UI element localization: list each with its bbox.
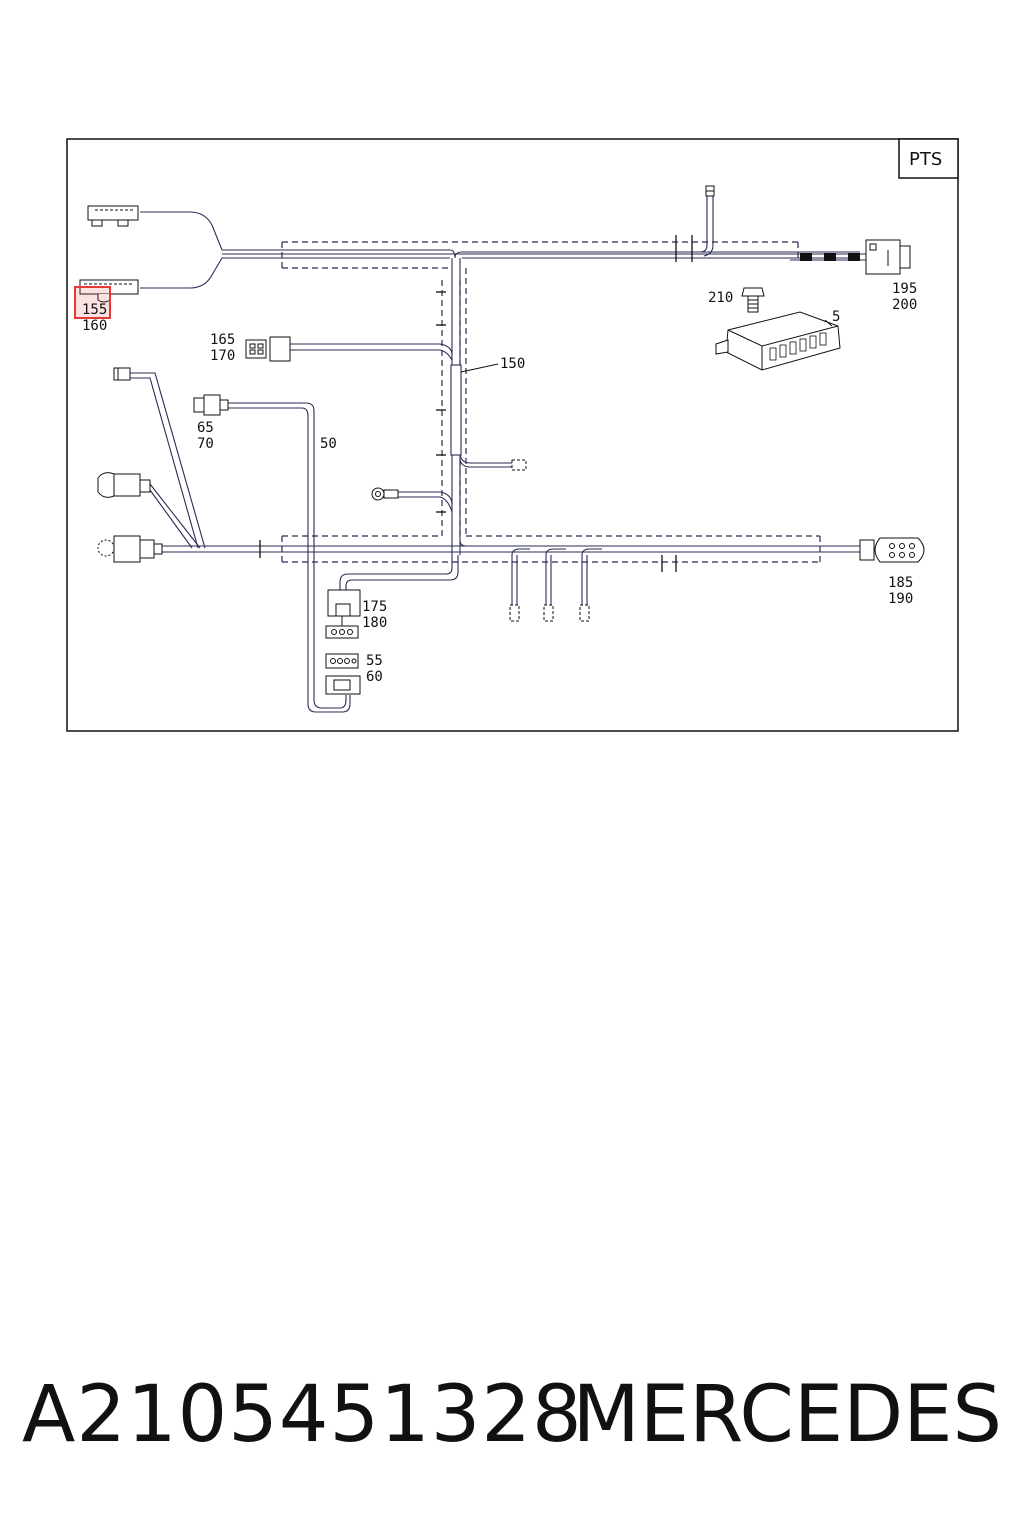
highlight-box-155 [74,286,111,319]
callout-185: 185 [888,575,913,591]
diagram-frame [66,138,959,732]
bolt-210 [741,287,765,313]
connector-65 [193,394,229,416]
bottom-drop-connectors [509,604,590,622]
connector-165 [245,336,291,362]
break-markers [259,235,693,572]
connector-left-bottom [97,535,163,563]
callout-155: 155 [82,302,107,318]
insulation-marks [800,253,860,261]
callout-55: 55 [366,653,383,669]
connector-175 [325,589,361,639]
callout-180: 180 [362,615,387,631]
callout-210: 210 [708,290,733,306]
leader-150 [460,363,499,373]
callout-65: 65 [197,420,214,436]
callout-50: 50 [320,436,337,452]
connector-right-small [511,459,527,471]
leader-5 [824,319,833,327]
callout-195: 195 [892,281,917,297]
footer: A2105451328 MERCEDES [0,1370,1024,1470]
callout-200: 200 [892,297,917,313]
ring-terminal [371,487,399,501]
callout-labels: 155 160 165 170 150 65 70 50 210 5 195 2… [82,281,917,685]
pts-label: PTS [909,149,942,170]
callout-70: 70 [197,436,214,452]
connector-top-small [705,185,715,197]
harness-sleeve [450,364,462,456]
callout-150: 150 [500,356,525,372]
brand-name: MERCEDES [572,1370,1003,1460]
callout-160: 160 [82,318,107,334]
harness-wires [130,195,866,713]
connector-left-small [113,367,131,381]
connector-185 [859,537,925,563]
callout-60: 60 [366,669,383,685]
callout-5: 5 [832,309,840,325]
callout-165: 165 [210,332,235,348]
connector-left-mid [97,472,151,498]
callout-190: 190 [888,591,913,607]
pts-box: PTS [898,138,959,179]
wiring-harness-diagram: PTS [66,138,959,732]
callout-170: 170 [210,348,235,364]
connector-55 [325,653,361,695]
callout-175: 175 [362,599,387,615]
dashed-outlines [281,241,821,563]
connector-195 [865,239,911,275]
connector-top-left [87,205,139,227]
control-unit-5 [715,311,841,371]
part-number: A2105451328 [22,1370,583,1460]
